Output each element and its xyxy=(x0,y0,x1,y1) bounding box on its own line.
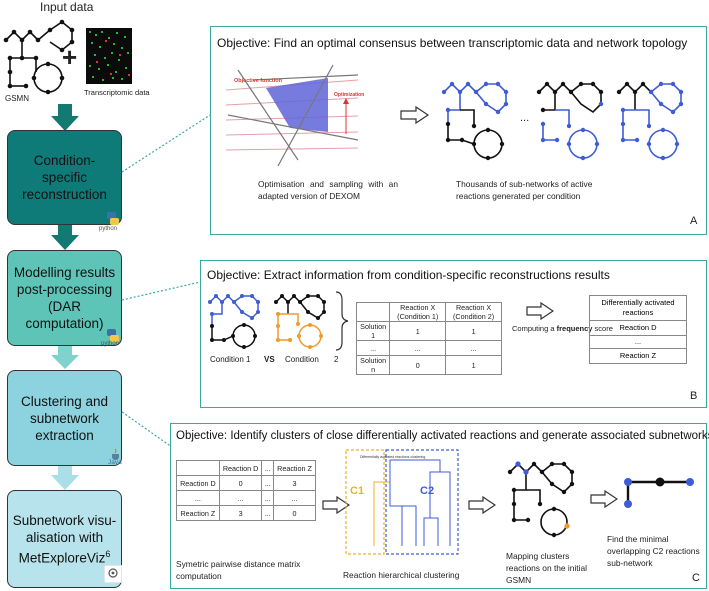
subnetwork-graphic-1 xyxy=(441,81,509,161)
input-data-label: Input data xyxy=(40,0,94,14)
computing-frequency-text: Computing a frequency score xyxy=(512,324,613,333)
panel-c-caption-matrix: Symetric pairwise distance matrix comput… xyxy=(176,559,301,581)
panel-c-letter: C xyxy=(692,572,700,584)
panel-b xyxy=(200,260,707,408)
transcriptomic-data-label: Transcriptomic data xyxy=(84,88,150,97)
condition-2-label: Condition xyxy=(285,355,319,364)
step-visualisation: Subnetwork visu-alisation with MetExplor… xyxy=(7,490,122,588)
curly-brace xyxy=(335,291,349,351)
panel-a-ellipsis: ... xyxy=(520,112,530,124)
python-text-2: python xyxy=(101,341,120,347)
java-text: Java xyxy=(108,459,122,466)
panel-c-caption-dendrogram: Reaction hierarchical clustering xyxy=(343,570,460,580)
dendrogram-title: Differentially activated reactions clust… xyxy=(360,455,425,459)
step-condition-specific-reconstruction: Condition-specific reconstruction xyxy=(7,130,122,225)
gsmn-network-graphic xyxy=(3,19,75,95)
step-4-label: Subnetwork visu-alisation with MetExplor… xyxy=(12,512,117,566)
transcriptomic-microarray-graphic xyxy=(86,28,132,84)
condition-1-network-graphic xyxy=(208,294,260,349)
optimization-label: Optimization xyxy=(334,92,364,98)
vs-label: VS xyxy=(264,355,275,364)
gsmn-label: GSMN xyxy=(5,94,29,103)
cluster-c2-label: C2 xyxy=(420,485,434,497)
down-arrow-2 xyxy=(51,223,79,250)
step-3-label: Clustering and subnetwork extraction xyxy=(20,393,109,443)
panel-c-hollow-arrow-1 xyxy=(322,496,350,514)
solutions-table: Reaction X (Condition 1)Reaction X (Cond… xyxy=(355,302,502,375)
panel-c-hollow-arrow-3 xyxy=(590,490,618,508)
panel-b-letter: B xyxy=(690,390,698,402)
step-1-label: Condition-specific reconstruction xyxy=(22,153,107,202)
panel-a-caption-left: Optimisation and sampling with an adapte… xyxy=(258,179,398,201)
step-post-processing: Modelling results post-processing (DAR c… xyxy=(7,250,122,346)
hierarchical-clustering-dendrogram: Differentially activated reactions clust… xyxy=(345,449,459,555)
python-logo-icon xyxy=(107,212,119,225)
python-text-1: python xyxy=(99,226,118,232)
down-arrow-1 xyxy=(51,104,79,131)
cluster-c1-label: C1 xyxy=(350,485,364,497)
objective-function-label: Objective function xyxy=(234,78,283,84)
mapping-network-graphic xyxy=(507,461,575,538)
panel-a-objective: Objective: Find an optimal consensus bet… xyxy=(217,36,688,50)
down-arrow-4 xyxy=(51,464,79,490)
condition-2-network-graphic xyxy=(274,294,326,349)
panel-c-caption-mapping: Mapping clusters reactions on the initia… xyxy=(506,551,588,585)
python-logo-icon-2 xyxy=(107,329,119,342)
panel-b-objective: Objective: Extract information from cond… xyxy=(207,268,610,282)
java-cup-icon xyxy=(112,448,119,460)
panel-a-hollow-arrow xyxy=(400,106,430,124)
subnetwork-graphic-2 xyxy=(536,81,604,161)
dar-result-list: Differentially activated reactions React… xyxy=(589,295,687,364)
panel-c-objective: Objective: Identify clusters of close di… xyxy=(176,430,709,442)
step-2-label: Modelling results post-processing (DAR c… xyxy=(13,265,116,331)
final-subnetwork-graphic xyxy=(624,477,694,508)
panel-c-caption-final: Find the minimal overlapping C2 reaction… xyxy=(607,534,700,568)
panel-c-hollow-arrow-2 xyxy=(468,496,496,514)
panel-a-caption-right: Thousands of sub-networks of active reac… xyxy=(456,179,593,201)
step-clustering: Clustering and subnetwork extraction xyxy=(7,370,122,466)
down-arrow-3 xyxy=(51,345,79,369)
metexploreviz-logo-icon xyxy=(104,565,122,583)
panel-a-letter: A xyxy=(690,215,698,227)
panel-b-hollow-arrow xyxy=(526,302,554,320)
subnetwork-graphic-3 xyxy=(616,81,684,161)
condition-2-number: 2 xyxy=(334,355,339,364)
condition-1-label: Condition 1 xyxy=(210,355,251,364)
optimization-polytope-graphic: Objective function Optimization xyxy=(218,60,368,168)
plus-sign: + xyxy=(62,42,78,72)
